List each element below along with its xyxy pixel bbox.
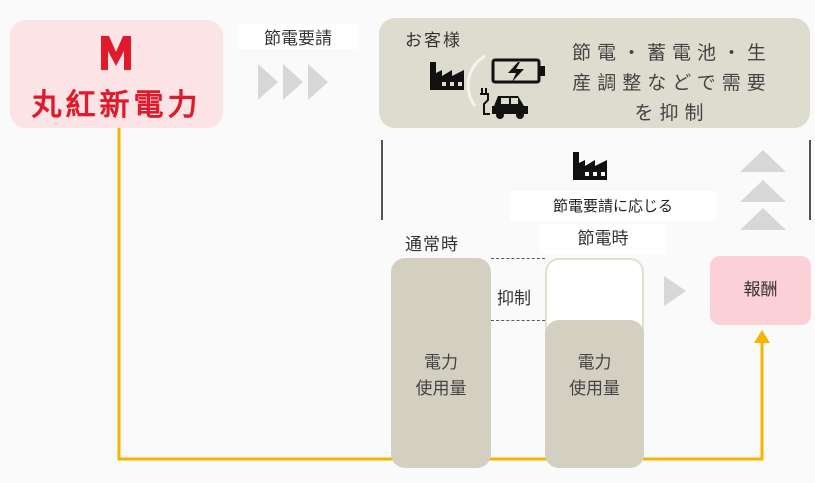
normal-time-label: 通常時 xyxy=(405,235,459,255)
customer-description-line: を抑制 xyxy=(634,102,710,124)
suppress-label: 抑制 xyxy=(497,289,531,309)
marubeni-logo-icon xyxy=(101,36,131,70)
request-label: 節電要請 xyxy=(238,24,358,49)
usage-label-line: 使用量 xyxy=(569,379,620,399)
charge-cycle-icon xyxy=(466,54,486,107)
saving-usage-label: 電力 使用量 xyxy=(545,350,644,402)
saving-time-label: 節電時 xyxy=(540,224,666,254)
factory-icon xyxy=(430,62,464,90)
left-guide-line xyxy=(381,140,383,220)
company-name: 丸紅新電力 xyxy=(31,88,202,123)
triangle-up-icon xyxy=(740,150,786,230)
customer-description-line: 節電・蓄電池・生 xyxy=(571,42,772,64)
usage-label-line: 電力 xyxy=(424,353,458,373)
customer-label: お客様 xyxy=(405,31,462,51)
customer-description-line: 産調整などで需要 xyxy=(572,72,772,94)
flow-arrowhead-icon xyxy=(754,330,770,343)
customer-description: 節電・蓄電池・生 産調整などで需要 を抑制 xyxy=(552,38,792,128)
top-dashed-line xyxy=(491,258,545,259)
chevron-right-icon xyxy=(664,276,686,306)
normal-usage-bar xyxy=(391,258,491,468)
usage-label-line: 使用量 xyxy=(415,379,467,399)
factory-icon xyxy=(573,152,607,180)
reward-box: 報酬 xyxy=(710,256,811,325)
battery-charge-icon xyxy=(491,58,545,84)
electric-car-icon xyxy=(480,88,528,119)
normal-usage-label: 電力 使用量 xyxy=(391,350,491,402)
company-logo-panel: 丸紅新電力 xyxy=(10,20,223,128)
usage-label-line: 電力 xyxy=(577,353,612,373)
bottom-dashed-line xyxy=(491,320,545,321)
saving-usage-bar xyxy=(545,320,644,468)
chevron-right-icon xyxy=(258,64,328,100)
right-guide-line xyxy=(809,140,811,220)
response-label: 節電要請に応じる xyxy=(510,191,716,221)
